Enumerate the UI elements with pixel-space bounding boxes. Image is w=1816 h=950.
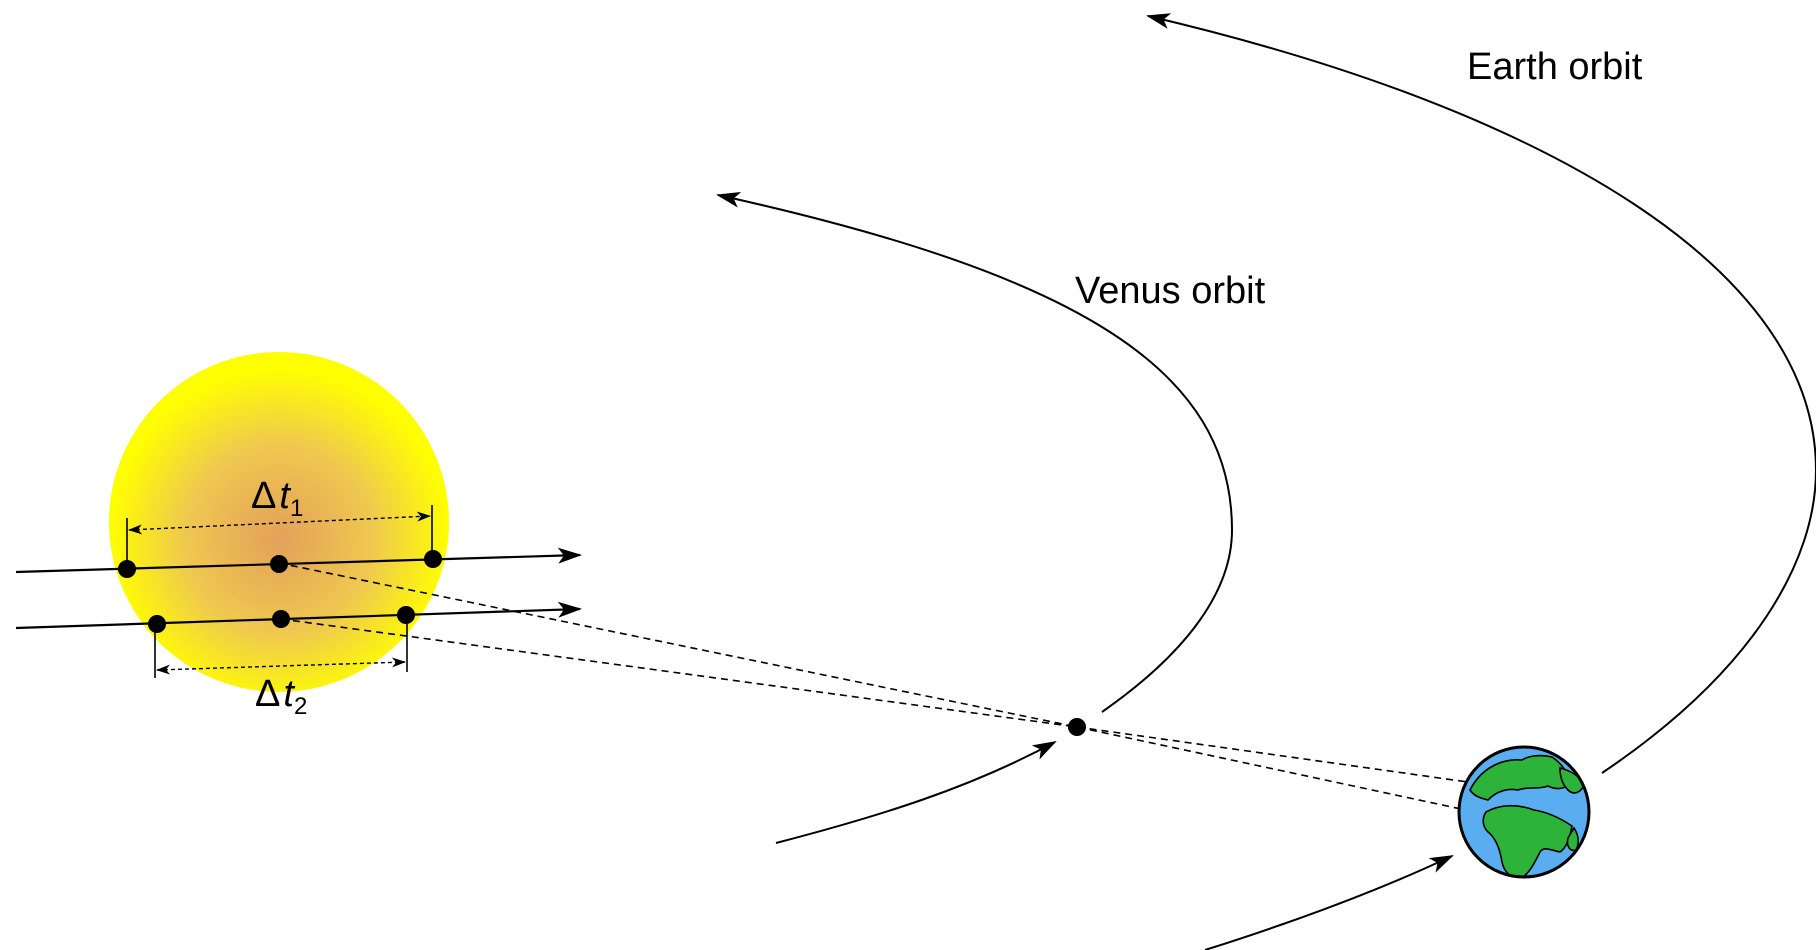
venus-orbit-incoming-arrow — [775, 741, 1057, 844]
venus-dot-ingress-1 — [118, 560, 136, 578]
delta-t1-var: t — [279, 475, 291, 517]
sight-line-1 — [278, 562, 1523, 823]
earth-orbit-path — [1146, 13, 1816, 774]
transit-chord-1 — [15, 547, 582, 574]
venus-orbit-label: Venus orbit — [1075, 270, 1266, 312]
delta-t2-subscript: 2 — [294, 693, 307, 720]
sun-disk — [109, 352, 449, 692]
delta-t2-symbol: Δ — [255, 673, 280, 715]
venus-dot-egress-2 — [397, 606, 415, 624]
dt1-dimension-line — [128, 511, 431, 535]
dt2-dimension-line — [156, 657, 406, 675]
venus-dot-ingress-2 — [148, 615, 166, 633]
delta-t1-symbol: Δ — [251, 475, 276, 517]
sight-line-2 — [280, 618, 1483, 785]
earth-globe-icon — [1457, 745, 1591, 879]
venus-dot-egress-1 — [424, 550, 442, 568]
delta-t2-label: Δt2 — [255, 673, 307, 720]
delta-t1-label: Δt1 — [251, 475, 303, 522]
delta-t2-var: t — [283, 673, 295, 715]
transit-chord-2 — [15, 601, 582, 630]
venus-dot-mid-2 — [272, 610, 290, 628]
venus-planet — [1068, 718, 1086, 736]
venus-orbit-path — [716, 191, 1234, 713]
earth-orbit-incoming-arrow — [1204, 855, 1454, 950]
earth-orbit-label: Earth orbit — [1467, 46, 1643, 88]
delta-t1-subscript: 1 — [290, 495, 303, 522]
venus-dot-mid-1 — [270, 555, 288, 573]
